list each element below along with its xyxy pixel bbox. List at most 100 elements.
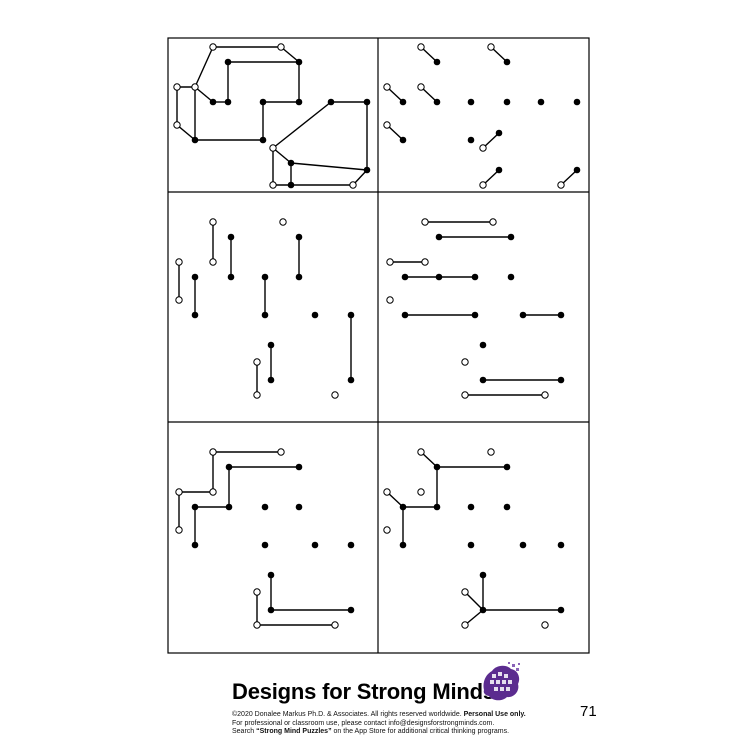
filled-dot <box>225 463 233 471</box>
filled-dot <box>537 98 545 106</box>
filled-dot <box>227 233 235 241</box>
open-dot <box>383 83 391 91</box>
filled-dot <box>557 376 565 384</box>
open-dot <box>487 43 495 51</box>
filled-dot <box>399 503 407 511</box>
filled-dot <box>295 503 303 511</box>
open-dot <box>253 621 261 629</box>
filled-dot <box>259 136 267 144</box>
filled-dot <box>261 541 269 549</box>
open-dot <box>541 621 549 629</box>
open-dot <box>417 83 425 91</box>
personal-use-text: Personal Use only. <box>463 711 526 718</box>
open-dot <box>209 258 217 266</box>
filled-dot <box>401 311 409 319</box>
open-dot <box>349 181 357 189</box>
filled-dot <box>311 311 319 319</box>
filled-dot <box>401 273 409 281</box>
filled-dot <box>557 606 565 614</box>
panel-middle-right <box>386 218 565 399</box>
copyright-text: ©2020 Donalee Markus Ph.D. & Associates.… <box>232 711 464 718</box>
open-dot <box>417 488 425 496</box>
filled-dot <box>495 166 503 174</box>
search-line: Search “Strong Mind Puzzles” on the App … <box>232 728 526 737</box>
filled-dot <box>267 341 275 349</box>
filled-dot <box>467 98 475 106</box>
filled-dot <box>347 541 355 549</box>
open-dot <box>277 43 285 51</box>
open-dot <box>173 83 181 91</box>
filled-dot <box>224 98 232 106</box>
filled-dot <box>507 273 515 281</box>
panel-bottom-left <box>175 448 355 629</box>
open-dot <box>461 621 469 629</box>
open-dot <box>175 258 183 266</box>
filled-dot <box>495 129 503 137</box>
open-dot <box>541 391 549 399</box>
filled-dot <box>507 233 515 241</box>
app-name-text: “Strong Mind Puzzles” <box>256 728 332 736</box>
segment <box>290 162 368 171</box>
open-dot <box>386 258 394 266</box>
filled-dot <box>433 503 441 511</box>
filled-dot <box>191 541 199 549</box>
panel-top-left <box>173 43 371 189</box>
filled-dot <box>479 341 487 349</box>
segment <box>194 46 214 88</box>
filled-dot <box>287 159 295 167</box>
filled-dot <box>295 273 303 281</box>
filled-dot <box>519 541 527 549</box>
search-pre-text: Search <box>232 728 257 736</box>
filled-dot <box>191 136 199 144</box>
segment <box>280 46 300 63</box>
filled-dot <box>519 311 527 319</box>
open-dot <box>417 43 425 51</box>
filled-dot <box>363 98 371 106</box>
segment <box>464 591 484 611</box>
filled-dot <box>399 98 407 106</box>
filled-dot <box>467 136 475 144</box>
filled-dot <box>399 136 407 144</box>
open-dot <box>487 448 495 456</box>
open-dot <box>269 181 277 189</box>
open-dot <box>331 391 339 399</box>
search-post-text: on the App Store for additional critical… <box>331 728 510 736</box>
puzzle-grid <box>167 37 590 654</box>
filled-dot <box>399 541 407 549</box>
open-dot <box>279 218 287 226</box>
filled-dot <box>191 273 199 281</box>
filled-dot <box>347 311 355 319</box>
filled-dot <box>467 503 475 511</box>
open-dot <box>175 296 183 304</box>
open-dot <box>479 144 487 152</box>
filled-dot <box>347 376 355 384</box>
open-dot <box>557 181 565 189</box>
filled-dot <box>479 571 487 579</box>
filled-dot <box>295 58 303 66</box>
open-dot <box>173 121 181 129</box>
puzzle-frame <box>167 37 590 654</box>
segment <box>464 609 484 626</box>
contact-line: For professional or classroom use, pleas… <box>232 719 495 727</box>
open-dot <box>277 448 285 456</box>
filled-dot <box>433 463 441 471</box>
open-dot <box>489 218 497 226</box>
open-dot <box>253 588 261 596</box>
filled-dot <box>503 463 511 471</box>
open-dot <box>383 526 391 534</box>
brand-name: Designs for Strong Minds <box>232 679 495 704</box>
open-dot <box>383 121 391 129</box>
filled-dot <box>471 273 479 281</box>
filled-dot <box>435 273 443 281</box>
segment <box>194 86 214 103</box>
segment <box>272 147 292 164</box>
filled-dot <box>295 463 303 471</box>
open-dot <box>461 358 469 366</box>
filled-dot <box>209 98 217 106</box>
filled-dot <box>433 58 441 66</box>
filled-dot <box>227 273 235 281</box>
filled-dot <box>259 98 267 106</box>
filled-dot <box>347 606 355 614</box>
segment <box>176 124 196 141</box>
filled-dot <box>573 98 581 106</box>
